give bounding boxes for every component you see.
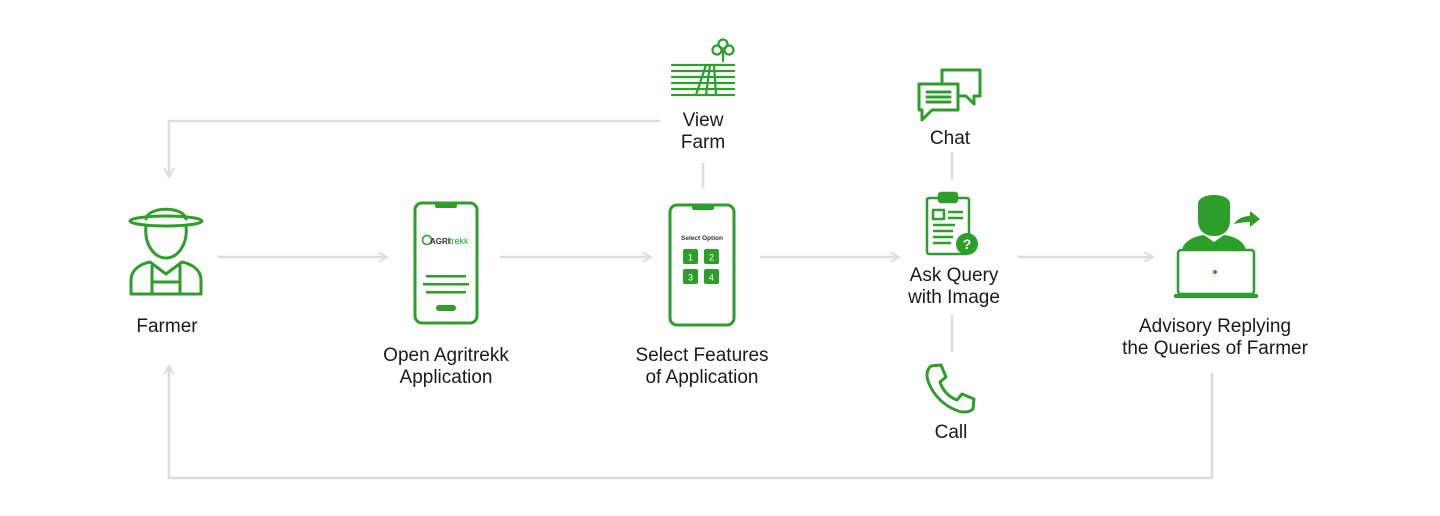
option-box-3 xyxy=(683,269,698,284)
call-label: Call xyxy=(934,422,968,443)
phone-logo-text: trekk xyxy=(449,236,469,246)
option-1: 1 xyxy=(688,253,693,263)
open-app-label: Open Agritrekk Application xyxy=(383,345,509,388)
phone-select-title: Select Option xyxy=(681,235,723,242)
select-features-label: Select Features of Application xyxy=(635,345,769,388)
option-4: 4 xyxy=(709,273,714,283)
chat-label: Chat xyxy=(929,128,971,149)
arrow-advisory-to-farmer xyxy=(169,367,1214,480)
option-2: 2 xyxy=(709,253,714,263)
advisor-laptop-icon xyxy=(1174,195,1260,298)
view-farm-label: View Farm xyxy=(680,110,726,153)
phone-logo-mark: AGRI xyxy=(430,237,450,246)
option-3: 3 xyxy=(688,273,693,283)
ask-query-label: Ask Query with Image xyxy=(908,265,1000,308)
phone-call-icon xyxy=(925,363,976,414)
phone-select-icon: Select Option 1 2 3 4 xyxy=(668,203,736,327)
option-box-1 xyxy=(683,249,698,264)
farmer-icon xyxy=(128,207,204,296)
clipboard-query-icon: ? xyxy=(925,191,978,256)
option-box-2 xyxy=(704,249,719,264)
advisory-label: Advisory Replying the Queries of Farmer xyxy=(1122,316,1308,359)
chat-bubbles-icon xyxy=(917,68,982,122)
svg-text:?: ? xyxy=(963,236,972,252)
option-box-4 xyxy=(704,269,719,284)
farmer-label: Farmer xyxy=(136,316,198,337)
arrow-viewfarm-to-farmer xyxy=(169,119,660,176)
phone-app-icon: AGRI trekk xyxy=(413,201,479,325)
farm-field-icon xyxy=(670,38,736,97)
